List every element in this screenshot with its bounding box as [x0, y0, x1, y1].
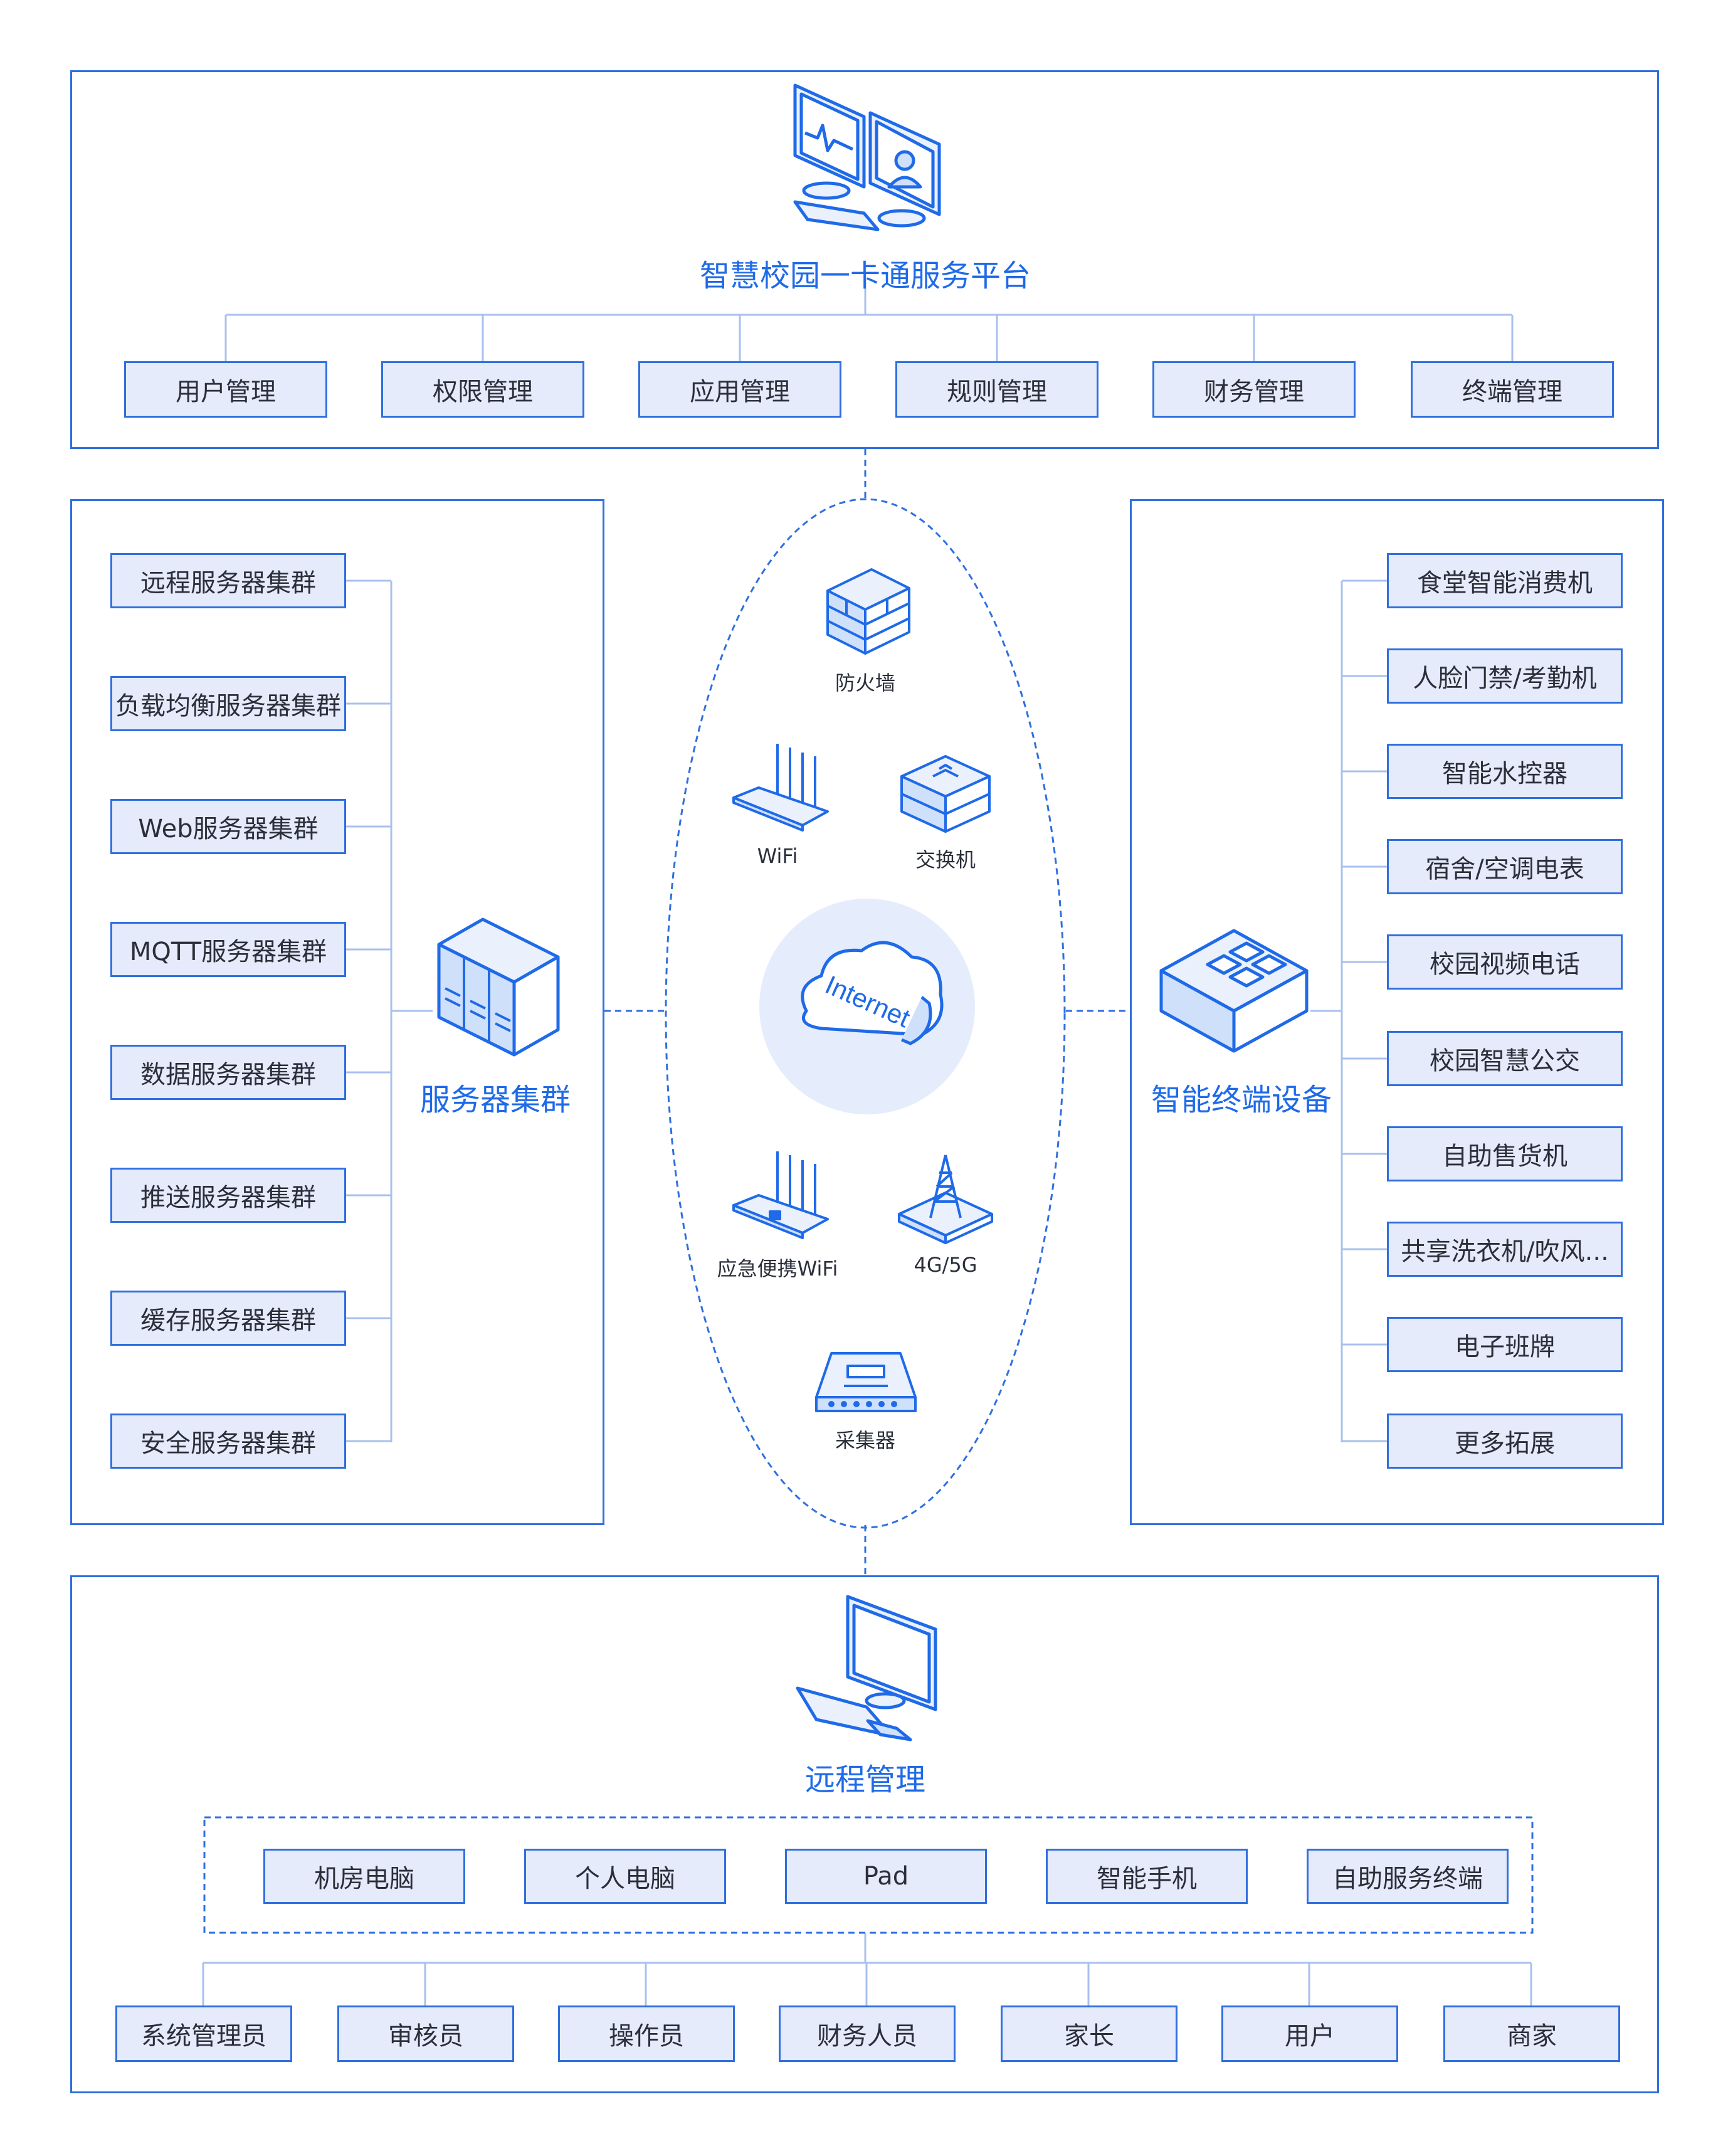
platform-title: 智慧校园一卡通服务平台 — [699, 258, 1031, 293]
server-rack-icon — [437, 917, 560, 1057]
device-item[interactable]: Pad — [785, 1849, 987, 1904]
terminal-item[interactable]: 校园智慧公交 — [1387, 1031, 1623, 1086]
terminal-item[interactable]: 宿舍/空调电表 — [1387, 839, 1623, 894]
terminal-item[interactable]: 更多拓展 — [1387, 1414, 1623, 1469]
device-item[interactable]: 个人电脑 — [524, 1849, 726, 1904]
terminal-item[interactable]: 人脸门禁/考勤机 — [1387, 648, 1623, 704]
server-cluster-title: 服务器集群 — [419, 1082, 571, 1118]
role-item[interactable]: 家长 — [1001, 2005, 1177, 2062]
firewall-label: 防火墙 — [835, 671, 895, 695]
collector-label: 采集器 — [835, 1429, 895, 1452]
portable-wifi-icon — [732, 1151, 829, 1239]
cellular-label: 4G/5G — [914, 1253, 977, 1277]
role-item[interactable]: 商家 — [1443, 2005, 1620, 2062]
module-user-management[interactable]: 用户管理 — [124, 361, 327, 418]
cluster-item[interactable]: 安全服务器集群 — [110, 1414, 346, 1469]
cluster-item[interactable]: MQTT服务器集群 — [110, 922, 346, 977]
wifi-label: WiFi — [757, 844, 798, 868]
terminal-item[interactable]: 食堂智能消费机 — [1387, 553, 1623, 608]
module-finance-management[interactable]: 财务管理 — [1152, 361, 1356, 418]
cluster-item[interactable]: 负载均衡服务器集群 — [110, 676, 346, 731]
module-rule-management[interactable]: 规则管理 — [895, 361, 1098, 418]
device-item[interactable]: 智能手机 — [1046, 1849, 1248, 1904]
wifi-router-icon — [732, 744, 829, 832]
module-application-management[interactable]: 应用管理 — [638, 361, 841, 418]
cluster-item[interactable]: 远程服务器集群 — [110, 553, 346, 608]
collector-icon — [815, 1352, 917, 1412]
remote-management-title: 远程管理 — [804, 1762, 925, 1797]
switch-label: 交换机 — [915, 848, 976, 872]
cluster-item[interactable]: Web服务器集群 — [110, 799, 346, 854]
portable-wifi-label: 应急便携WiFi — [717, 1257, 838, 1281]
terminal-device-icon — [1159, 929, 1309, 1053]
device-item[interactable]: 机房电脑 — [263, 1849, 465, 1904]
role-item[interactable]: 财务人员 — [779, 2005, 956, 2062]
desktop-computer-icon — [796, 1595, 937, 1741]
cluster-item[interactable]: 缓存服务器集群 — [110, 1291, 346, 1346]
module-permission-management[interactable]: 权限管理 — [381, 361, 584, 418]
internet-cloud-icon: Internet — [759, 899, 975, 1114]
cell-tower-icon — [898, 1155, 993, 1244]
terminal-title: 智能终端设备 — [1151, 1082, 1332, 1118]
dual-monitor-icon — [793, 83, 941, 231]
cluster-item[interactable]: 数据服务器集群 — [110, 1045, 346, 1100]
terminal-item[interactable]: 校园视频电话 — [1387, 934, 1623, 990]
cluster-item[interactable]: 推送服务器集群 — [110, 1168, 346, 1223]
terminal-item[interactable]: 自助售货机 — [1387, 1126, 1623, 1181]
terminal-item[interactable]: 智能水控器 — [1387, 744, 1623, 799]
role-item[interactable]: 操作员 — [558, 2005, 735, 2062]
firewall-icon — [826, 568, 910, 655]
module-terminal-management[interactable]: 终端管理 — [1411, 361, 1614, 418]
role-item[interactable]: 审核员 — [337, 2005, 514, 2062]
terminal-item[interactable]: 电子班牌 — [1387, 1317, 1623, 1372]
device-item[interactable]: 自助服务终端 — [1307, 1849, 1509, 1904]
role-item[interactable]: 用户 — [1221, 2005, 1398, 2062]
switch-icon — [900, 755, 991, 833]
role-item[interactable]: 系统管理员 — [115, 2005, 292, 2062]
terminal-item[interactable]: 共享洗衣机/吹风... — [1387, 1222, 1623, 1277]
